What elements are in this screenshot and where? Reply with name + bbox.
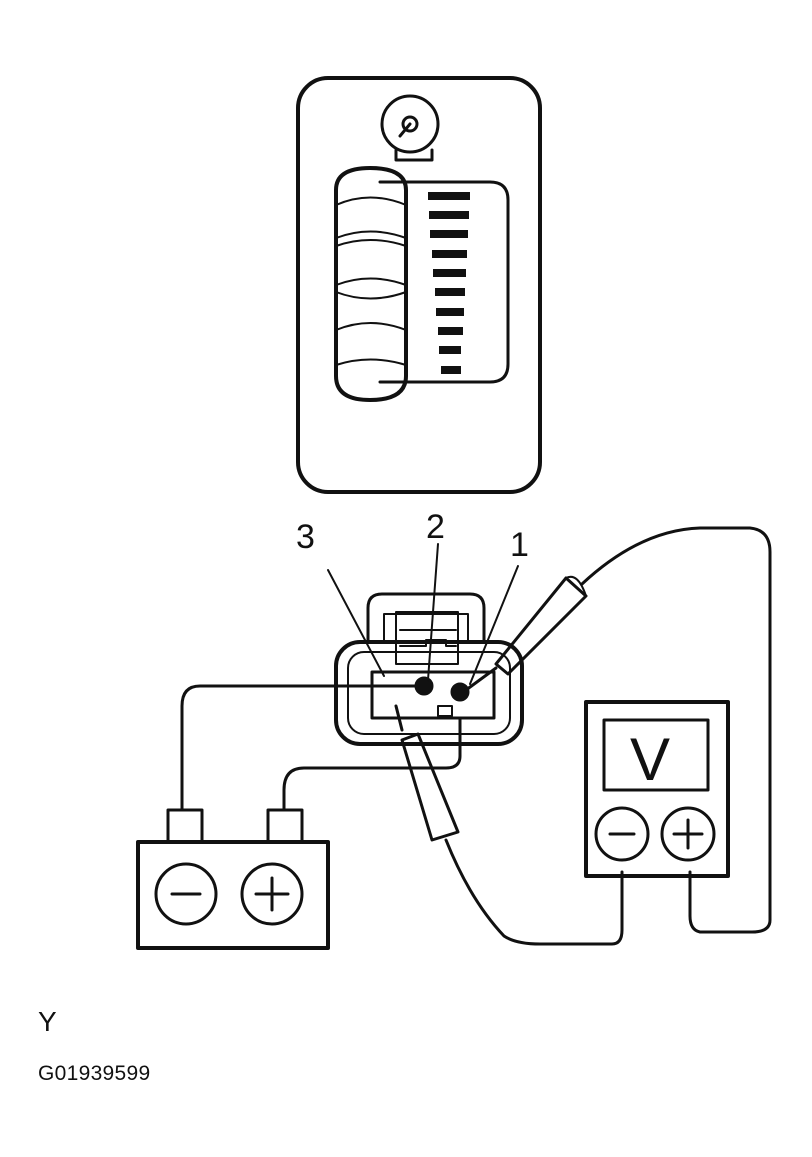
wires: [180, 526, 772, 946]
terminal-1-pin: [450, 682, 470, 702]
callout-3: 3: [296, 518, 315, 556]
battery-minus-icon: [154, 862, 218, 926]
callout-1: 1: [510, 526, 529, 564]
dial-icon: [380, 94, 440, 162]
voltmeter-minus-icon: [594, 806, 650, 862]
figure-letter: Y: [38, 1006, 57, 1037]
probe-negative: [394, 704, 460, 842]
fuel-gauge-panel: [296, 76, 542, 494]
probe-positive: [464, 575, 588, 692]
voltmeter: [584, 700, 730, 878]
battery-plus-icon: [240, 862, 304, 926]
voltmeter-symbol: V: [630, 726, 670, 793]
callout-2: 2: [426, 508, 445, 546]
level-scale-icon: [428, 192, 470, 374]
voltmeter-plus-icon: [660, 806, 716, 862]
battery: [136, 808, 330, 950]
figure-code: G01939599: [38, 1062, 151, 1085]
fuel-tank-icon: [334, 166, 408, 402]
